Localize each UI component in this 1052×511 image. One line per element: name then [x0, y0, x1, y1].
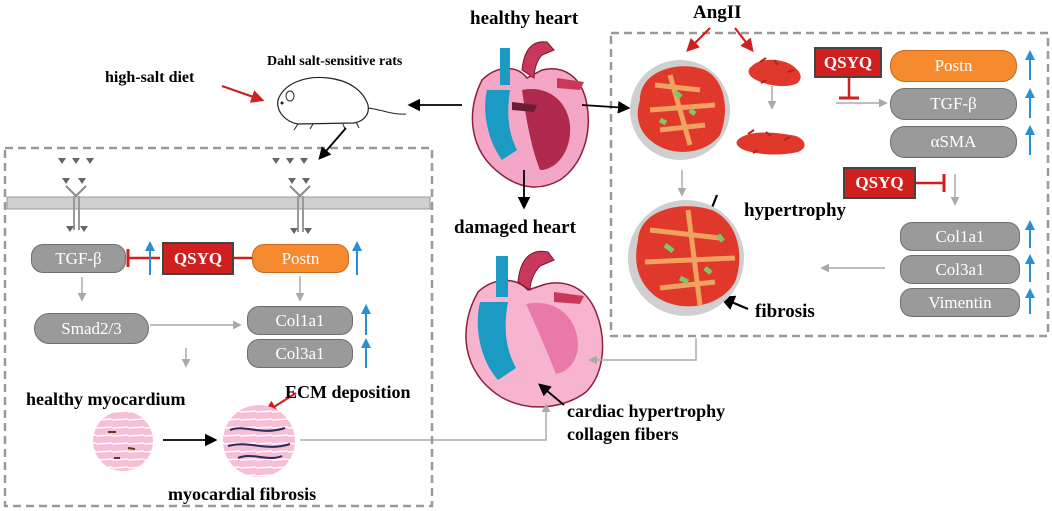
inhibit-left-tgfb [126, 249, 160, 267]
healthy-myocardium-image [93, 411, 153, 471]
label-fibrosis: fibrosis [755, 301, 815, 322]
right-tgfb-pill: TGF-β [890, 88, 1017, 120]
cardiomyocyte-cells [736, 57, 805, 155]
right-asma-pill: αSMA [890, 126, 1017, 158]
myocardial-fibrosis-image [223, 405, 295, 477]
left-tgfb-pill: TGF-β [31, 244, 126, 273]
right-vimentin-pill: Vimentin [900, 288, 1020, 317]
inhibit-right-top [839, 78, 859, 100]
receptor-left [58, 158, 94, 232]
right-qsyq-mid-box: QSYQ [843, 167, 916, 199]
left-col3a1-pill: Col3a1 [247, 339, 353, 368]
left-postn-pill: Postn [252, 244, 349, 273]
receptor-right [272, 158, 312, 234]
label-dahl-rats: Dahl salt-sensitive rats [267, 54, 403, 69]
label-healthy-myocardium: healthy myocardium [26, 389, 186, 409]
label-angii: AngII [693, 2, 742, 23]
label-healthy-heart: healthy heart [470, 8, 579, 29]
right-col3a1-pill: Col3a1 [900, 255, 1020, 284]
damaged-heart-image [465, 250, 604, 408]
label-collagen-fibers: collagen fibers [567, 424, 679, 444]
right-postn-pill: Postn [890, 50, 1017, 82]
label-hypertrophy: hypertrophy [744, 200, 847, 221]
label-cardiac-hypertrophy: cardiac hypertrophy [567, 401, 726, 421]
rat-image [277, 76, 407, 131]
left-panel-border [3, 146, 434, 508]
label-myocardial-fibrosis: myocardial fibrosis [168, 484, 317, 504]
label-ecm-deposition: ECM deposition [285, 382, 411, 402]
tissue-fibrosis-bottom [628, 200, 744, 316]
label-damaged-heart: damaged heart [454, 217, 576, 238]
right-col1a1-pill: Col1a1 [900, 222, 1020, 251]
left-col1a1-pill: Col1a1 [247, 306, 353, 335]
healthy-heart-image [471, 41, 589, 188]
left-qsyq-box: QSYQ [162, 242, 234, 275]
cell-membrane [6, 196, 431, 210]
tissue-hypertrophy-top [630, 60, 730, 160]
right-panel-border [609, 31, 1050, 338]
inhibit-right-mid [916, 174, 946, 192]
left-smad-pill: Smad2/3 [34, 313, 149, 344]
label-high-salt-diet: high-salt diet [105, 69, 195, 86]
right-qsyq-top-box: QSYQ [814, 47, 882, 78]
